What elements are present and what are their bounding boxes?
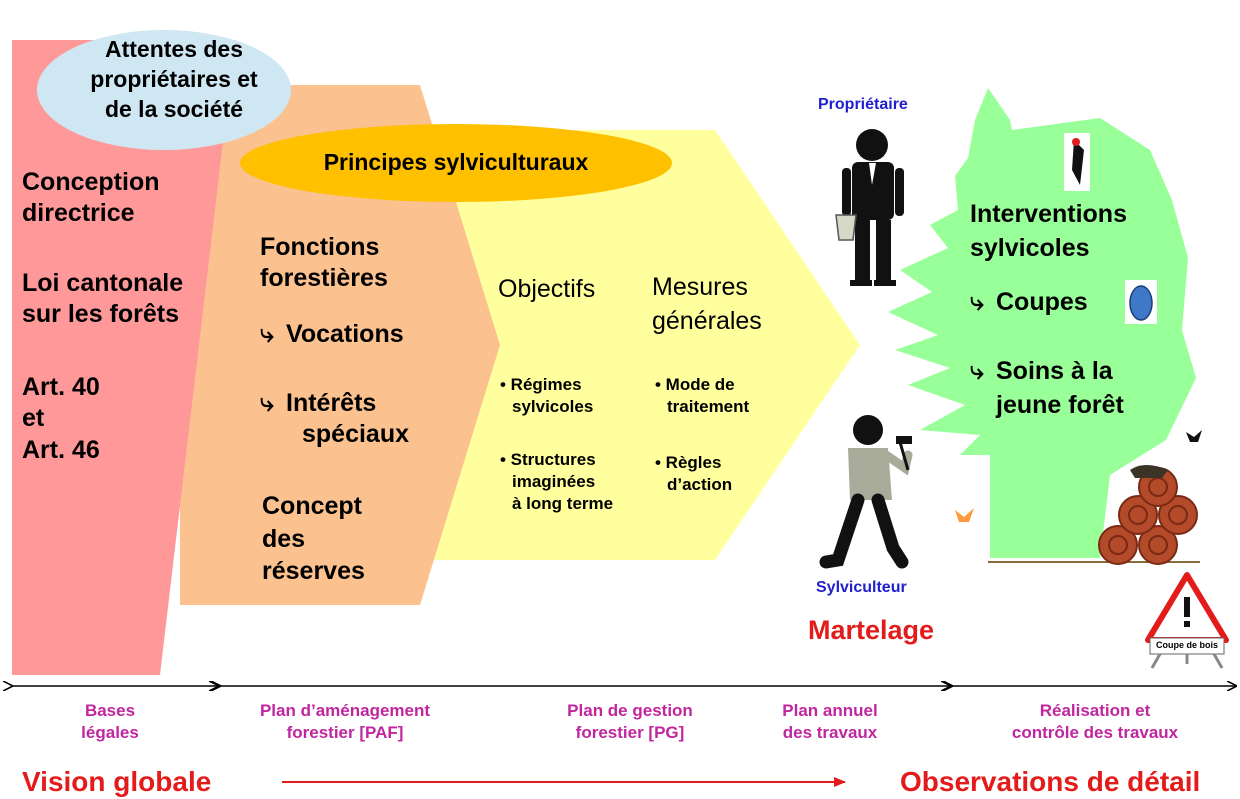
marten-icon: [1130, 465, 1168, 478]
principles-label: Principes sylviculturaux: [323, 149, 589, 175]
hook-arrow-icon: ⤷: [970, 288, 985, 316]
timeline-label-annual: Plan annuel des travaux: [782, 701, 878, 743]
hook-arrow-icon: ⤷: [260, 389, 275, 417]
butterfly-orange-icon: [955, 508, 974, 522]
legal-concept: Conception directrice: [22, 168, 160, 228]
pg-objectives: Objectifs: [498, 275, 596, 303]
warning-sign-icon: [1145, 572, 1229, 669]
interventions-cuts: ⤷Coupes: [970, 287, 1088, 318]
principles-bubble: [240, 124, 672, 202]
pg-rules: • Règles d’action: [655, 453, 733, 495]
hook-arrow-icon: ⤷: [970, 357, 985, 385]
detail-view-label: Observations de détail: [900, 766, 1201, 797]
orange-arrow-shape: [180, 85, 500, 605]
marking-label: Martelage: [808, 615, 935, 645]
paf-reserves-concept: Concept des réserves: [262, 492, 365, 585]
log-pile-icon: [1098, 467, 1198, 565]
butterfly-dark-icon: [1186, 430, 1202, 442]
pg-regimes: • Régimes sylvicoles: [500, 375, 594, 417]
warning-sign-text: Coupe de bois: [1155, 640, 1218, 650]
owner-label: Propriétaire: [818, 96, 908, 113]
pg-measures: Mesures générales: [652, 273, 762, 335]
expectations-bubble: [37, 30, 291, 150]
timeline-label-realisation: Réalisation et contrôle des travaux: [1011, 701, 1179, 743]
interventions-care: ⤷Soins à la jeune forêt: [970, 357, 1124, 419]
timeline-label-legal: Bases légales: [81, 701, 139, 743]
pg-structures: • Structures imaginées à long terme: [500, 450, 614, 514]
pg-mode: • Mode de traitement: [655, 375, 750, 417]
hook-arrow-icon: ⤷: [260, 320, 275, 348]
interventions-title: Interventions sylvicoles: [970, 200, 1127, 262]
legal-law: Loi cantonale sur les forêts: [22, 269, 184, 329]
paf-functions: Fonctions forestières: [260, 233, 388, 293]
expectations-text: Attentes des propriétaires et de la soci…: [90, 36, 258, 122]
timeline-label-pg: Plan de gestion forestier [PG]: [567, 701, 693, 743]
forester-label: Sylviculteur: [816, 579, 907, 596]
forester-figure-icon: [819, 415, 913, 569]
yellow-arrow-shape: [385, 130, 860, 560]
tree-shape: [888, 88, 1196, 558]
global-view-label: Vision globale: [22, 766, 212, 797]
paf-interests: ⤷Intérêts spéciaux: [260, 389, 410, 449]
timeline-label-paf: Plan d’aménagement forestier [PAF]: [259, 701, 431, 743]
legal-articles: Art. 40 et Art. 46: [22, 373, 100, 464]
paf-vocations: ⤷Vocations: [260, 319, 404, 350]
red-block-shape: [12, 40, 235, 675]
owner-figure-icon: [835, 129, 904, 286]
